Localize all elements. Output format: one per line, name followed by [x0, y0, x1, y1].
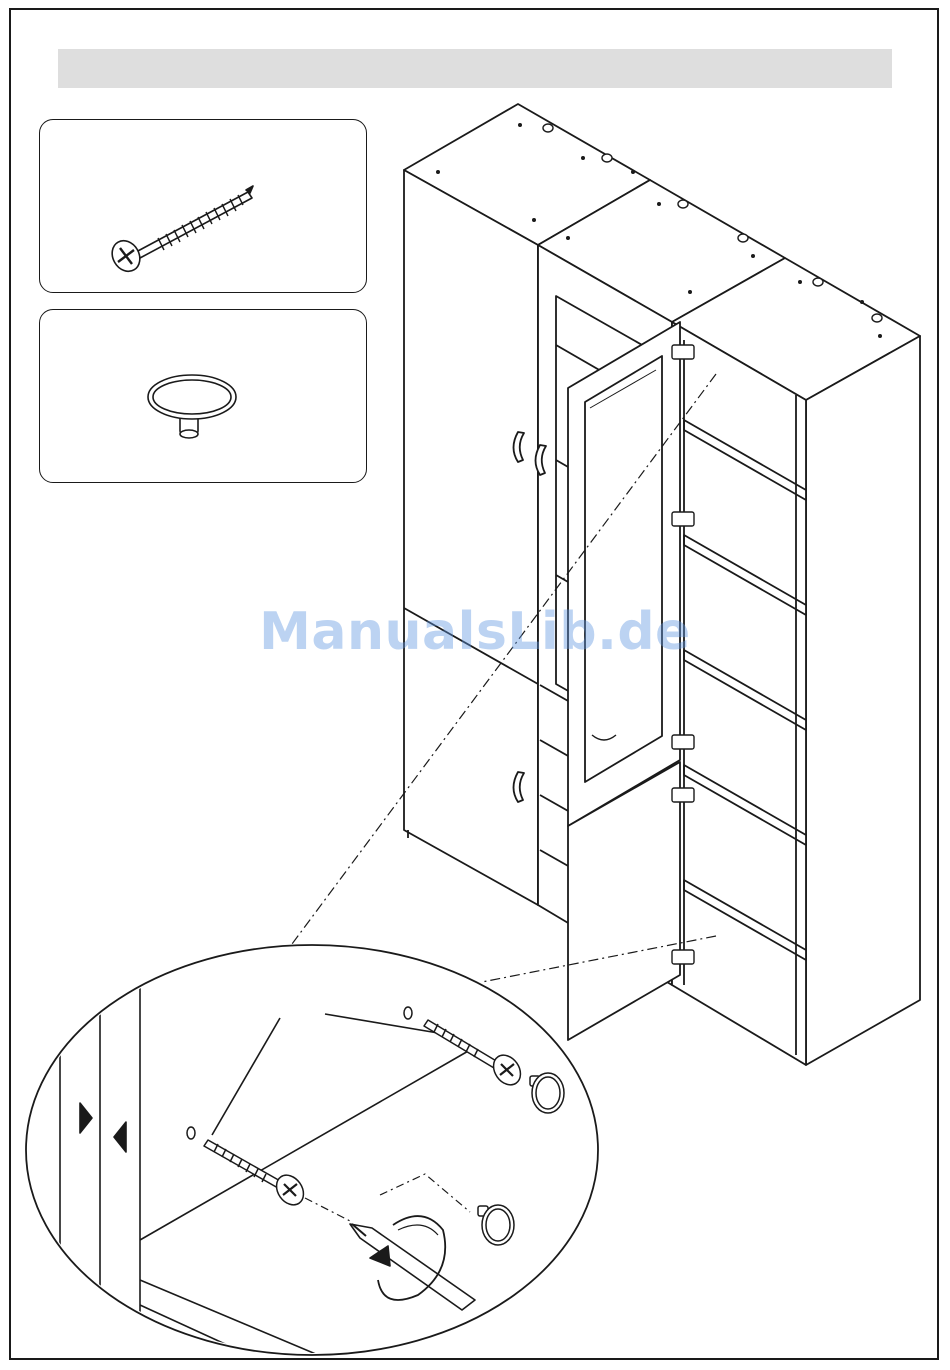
glass-door	[568, 322, 680, 826]
right-cabinet	[672, 258, 920, 1065]
magnified-detail	[26, 945, 598, 1360]
